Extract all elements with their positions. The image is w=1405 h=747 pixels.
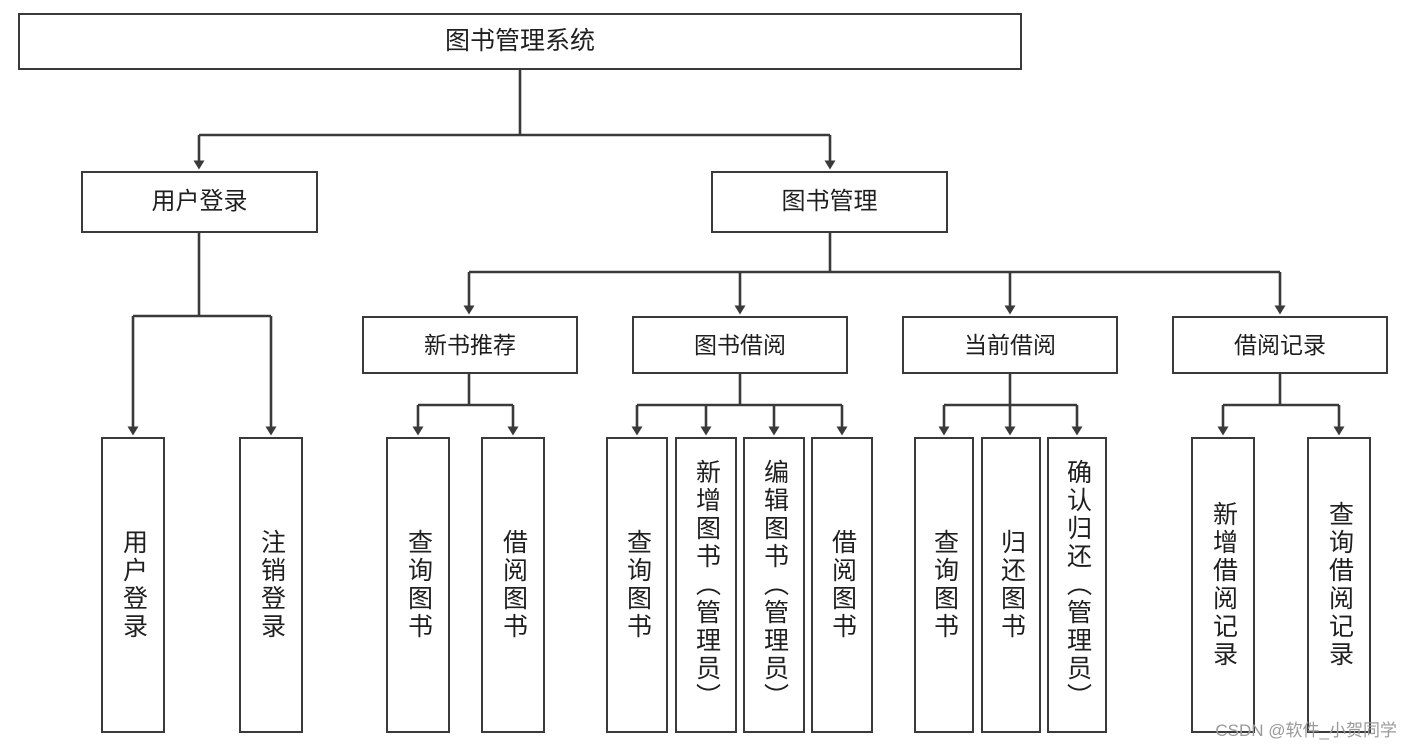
node-user-login[interactable]: 用户登录 [81,171,318,233]
leaf-current-borrow-query-book[interactable]: 查询图书 [914,437,974,733]
leaf-new-book-query-book[interactable]: 查询图书 [386,437,450,733]
node-label: 图书借阅 [694,331,786,358]
node-label: 用户登录 [119,529,148,641]
node-label: 当前借阅 [964,331,1056,358]
leaf-new-book-borrow-book[interactable]: 借阅图书 [481,437,545,733]
node-label: 新增借阅记录 [1209,501,1238,669]
node-label: 确认归还（管理员） [1063,459,1092,711]
node-book-borrow[interactable]: 图书借阅 [632,316,848,374]
leaf-borrow-record-query-record[interactable]: 查询借阅记录 [1307,437,1371,733]
node-label: 归还图书 [997,529,1026,641]
node-label: 查询借阅记录 [1325,501,1354,669]
leaf-current-borrow-return-book[interactable]: 归还图书 [981,437,1041,733]
watermark: CSDN @软件_小贺同学 [1215,721,1397,740]
node-label: 借阅记录 [1234,331,1326,358]
node-label: 注销登录 [257,529,286,641]
leaf-book-borrow-add-book-admin[interactable]: 新增图书（管理员） [675,437,737,733]
leaf-current-borrow-confirm-return-admin[interactable]: 确认归还（管理员） [1047,437,1107,733]
node-label: 用户登录 [151,188,248,216]
node-label: 编辑图书（管理员） [760,459,789,711]
node-label: 查询图书 [623,529,652,641]
leaf-user-login-logout[interactable]: 注销登录 [239,437,303,733]
node-label: 借阅图书 [499,529,528,641]
node-label: 图书管理系统 [444,27,595,56]
leaf-book-borrow-borrow-book[interactable]: 借阅图书 [811,437,873,733]
node-borrow-record[interactable]: 借阅记录 [1172,316,1388,374]
leaf-book-borrow-query-book[interactable]: 查询图书 [606,437,668,733]
leaf-borrow-record-add-record[interactable]: 新增借阅记录 [1191,437,1255,733]
node-label: 图书管理 [781,188,878,216]
node-label: 借阅图书 [828,529,857,641]
node-label: 查询图书 [404,529,433,641]
node-root-book-management-system[interactable]: 图书管理系统 [18,13,1022,70]
node-book-management[interactable]: 图书管理 [711,171,948,233]
node-current-borrow[interactable]: 当前借阅 [902,316,1118,374]
node-label: 查询图书 [930,529,959,641]
leaf-book-borrow-edit-book-admin[interactable]: 编辑图书（管理员） [743,437,805,733]
node-new-book-recommend[interactable]: 新书推荐 [362,316,578,374]
node-label: 新增图书（管理员） [692,459,721,711]
leaf-user-login-login[interactable]: 用户登录 [101,437,165,733]
node-label: 新书推荐 [424,331,516,358]
